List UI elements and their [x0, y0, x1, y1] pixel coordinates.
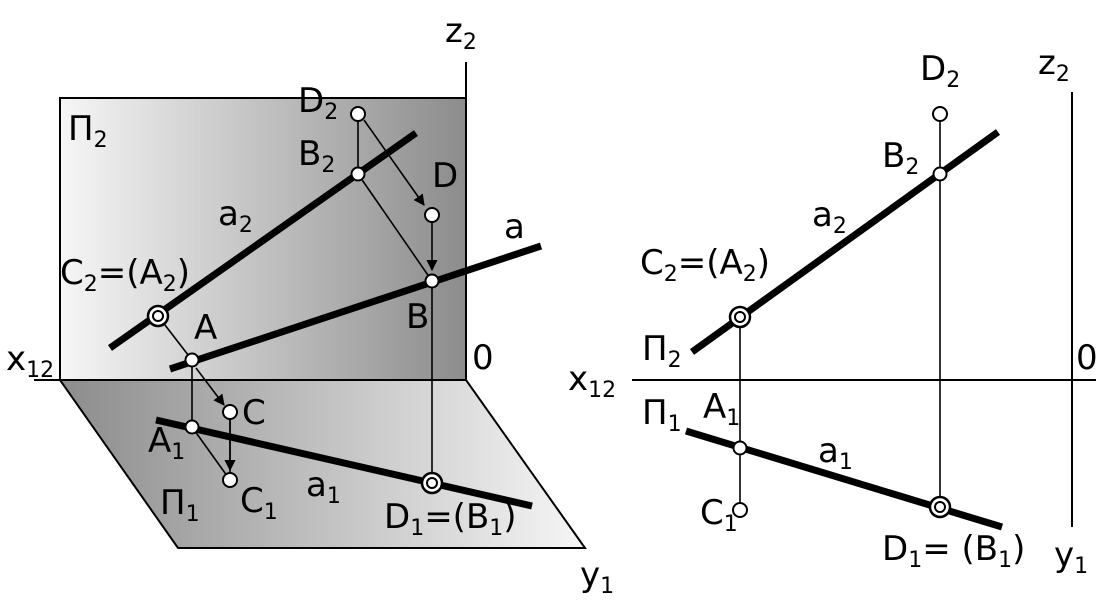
- point-a: [184, 352, 200, 368]
- right-point-d2: [932, 106, 948, 122]
- label-z2: z2: [445, 11, 477, 55]
- label-d: D: [432, 156, 458, 196]
- line-a: [168, 242, 543, 373]
- point-d2: [350, 106, 366, 122]
- label-a1-line: a1: [306, 465, 341, 509]
- right-label-d2: D2: [920, 49, 960, 93]
- left-pictorial-view: z2 Π2 D2 B2 D a a2 C2=(A2) B A 0 x12 C A…: [6, 11, 614, 599]
- right-label-a2: a2: [812, 195, 847, 239]
- right-orthographic-view: z2 D2 B2 a2 C2=(A2) Π2 0 x12 Π1 A1 a1 C1…: [568, 43, 1098, 579]
- right-point-c1: [732, 502, 748, 518]
- label-y1: y1: [580, 555, 614, 599]
- right-label-pi2: Π2: [642, 329, 682, 373]
- label-pi1: Π1: [160, 483, 200, 527]
- right-label-x12: x12: [568, 359, 616, 403]
- arrow-a-c: [195, 367, 225, 406]
- label-A: A: [194, 308, 217, 348]
- label-a: a: [504, 207, 525, 247]
- point-b: [424, 273, 440, 289]
- label-b2: B2: [298, 134, 335, 178]
- right-label-z2: z2: [1038, 43, 1070, 87]
- label-c1: C1: [240, 481, 278, 525]
- right-point-a1: [732, 440, 748, 456]
- label-x12: x12: [6, 339, 54, 383]
- label-pi2: Π2: [68, 109, 108, 153]
- point-d: [424, 207, 440, 223]
- label-c2-eq-a2: C2=(A2): [60, 253, 190, 297]
- label-origin: 0: [472, 338, 494, 378]
- right-label-b2: B2: [882, 136, 919, 180]
- right-label-a1-point: A1: [703, 387, 740, 431]
- label-b: B: [406, 297, 429, 337]
- point-c: [222, 404, 238, 420]
- label-d1-eq-b1: D1=(B1): [384, 497, 517, 541]
- label-a1-point: A1: [148, 421, 185, 465]
- point-c2-inner: [152, 310, 164, 322]
- right-label-d1-eq-b1: D1= (B1): [882, 529, 1025, 573]
- point-c1: [222, 472, 238, 488]
- right-label-c1: C1: [700, 493, 738, 537]
- right-label-origin: 0: [1076, 338, 1098, 378]
- point-d1-inner: [426, 477, 438, 489]
- line-a1: [155, 416, 533, 510]
- projector-a1-c1: [191, 426, 231, 481]
- label-C: C: [242, 393, 266, 433]
- right-label-pi1: Π1: [642, 393, 682, 437]
- right-point-c2-inner: [734, 311, 746, 323]
- label-d2: D2: [298, 81, 338, 125]
- right-point-d1-inner: [934, 501, 946, 513]
- arrow-d2-d: [363, 119, 425, 206]
- right-point-b2: [932, 166, 948, 182]
- right-label-y1: y1: [1054, 535, 1088, 579]
- projector-b2-b: [357, 173, 433, 282]
- point-b2: [350, 166, 366, 182]
- label-a2: a2: [218, 194, 253, 238]
- right-label-c2-eq-a2: C2=(A2): [640, 243, 770, 287]
- point-a1: [184, 419, 200, 435]
- right-label-a1-line: a1: [818, 431, 853, 475]
